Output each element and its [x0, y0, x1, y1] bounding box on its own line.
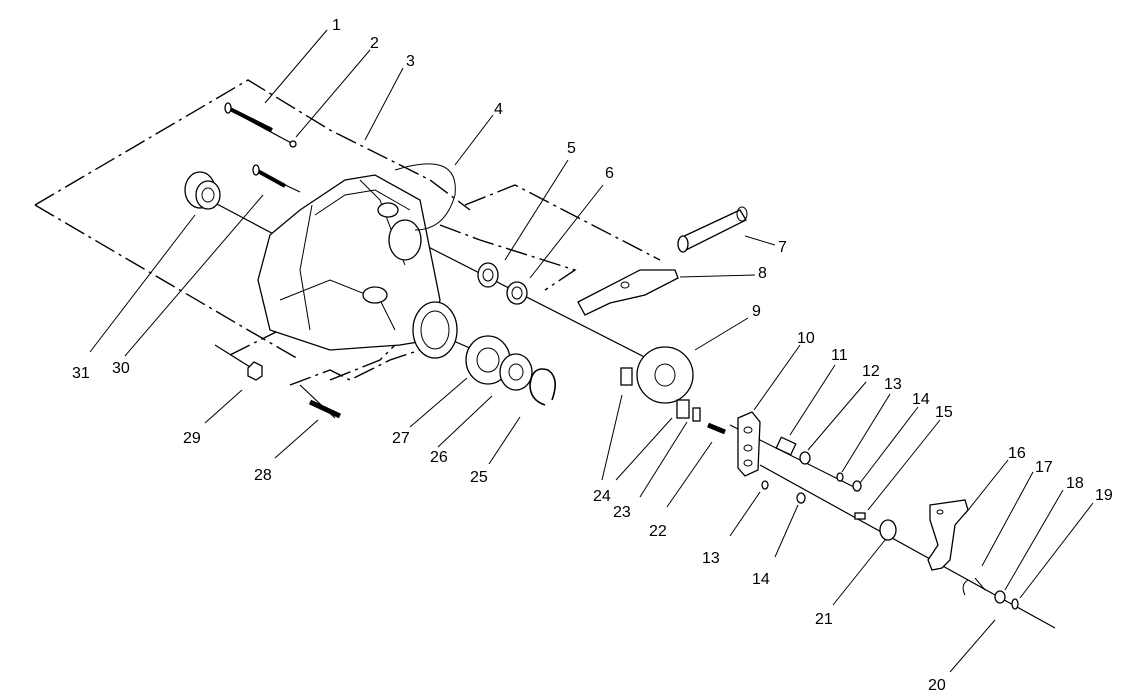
snap-ring-25 [529, 368, 556, 406]
gasket-4 [394, 163, 456, 231]
callout-13-lower: 13 [702, 550, 720, 567]
callout-26: 26 [430, 449, 448, 466]
callout-7: 7 [778, 239, 787, 256]
bracket-8 [577, 269, 679, 316]
nut-29 [247, 361, 263, 381]
bearing-26 [499, 353, 533, 391]
callout-16: 16 [1008, 445, 1026, 462]
plate-16 [927, 499, 969, 571]
callout-25: 25 [470, 469, 488, 486]
callout-3: 3 [406, 53, 415, 70]
callout-15: 15 [935, 404, 953, 421]
callout-20: 20 [928, 677, 946, 694]
screw-28 [308, 399, 342, 419]
bolt-30 [252, 164, 286, 188]
callout-29: 29 [183, 430, 201, 447]
callout-22: 22 [649, 523, 667, 540]
washer-18 [994, 590, 1006, 604]
callout-11: 11 [831, 347, 848, 364]
callout-19: 19 [1095, 487, 1113, 504]
key-23 [676, 399, 690, 419]
leader-lines [89, 29, 1094, 673]
callout-5: 5 [567, 140, 576, 157]
seal-6 [506, 281, 528, 305]
callout-28: 28 [254, 467, 272, 484]
housing [257, 174, 458, 359]
callout-1: 1 [332, 17, 341, 34]
callout-14: 14 [912, 391, 930, 408]
callout-12: 12 [862, 363, 880, 380]
pulley-9 [636, 346, 694, 404]
spring-7 [677, 206, 748, 253]
callout-6: 6 [605, 165, 614, 182]
callout-31: 31 [72, 365, 90, 382]
washer-12 [799, 451, 811, 465]
washer-13 [761, 472, 844, 490]
callout-27: 27 [392, 430, 410, 447]
callout-30: 30 [112, 360, 130, 377]
callout-2: 2 [370, 35, 379, 52]
bearing-5 [477, 262, 499, 288]
washer-22 [692, 407, 701, 422]
arm-10 [737, 411, 761, 477]
bolt-1 [224, 102, 273, 132]
spacer-11 [775, 436, 797, 456]
callout-13: 13 [884, 376, 902, 393]
nut-14 [796, 480, 862, 504]
callout-23: 23 [613, 504, 631, 521]
callout-4: 4 [494, 101, 503, 118]
callout-21: 21 [815, 611, 833, 628]
bolt-22 [707, 422, 726, 435]
callout-labels: 1 2 3 4 5 6 7 8 9 10 11 12 13 14 15 16 1… [72, 17, 1113, 694]
clip-19 [1011, 598, 1019, 610]
callout-24: 24 [593, 488, 611, 505]
callout-8: 8 [758, 265, 767, 282]
callout-14-lower: 14 [752, 571, 770, 588]
callout-18: 18 [1066, 475, 1084, 492]
callout-9: 9 [752, 303, 761, 320]
washer-2 [289, 140, 297, 148]
pin-15 [854, 512, 866, 520]
bushing-31 [184, 171, 221, 210]
spring-17 [962, 577, 986, 596]
key-24 [620, 367, 633, 386]
callout-17: 17 [1035, 459, 1053, 476]
spring-21 [879, 519, 897, 541]
callout-10: 10 [797, 330, 815, 347]
